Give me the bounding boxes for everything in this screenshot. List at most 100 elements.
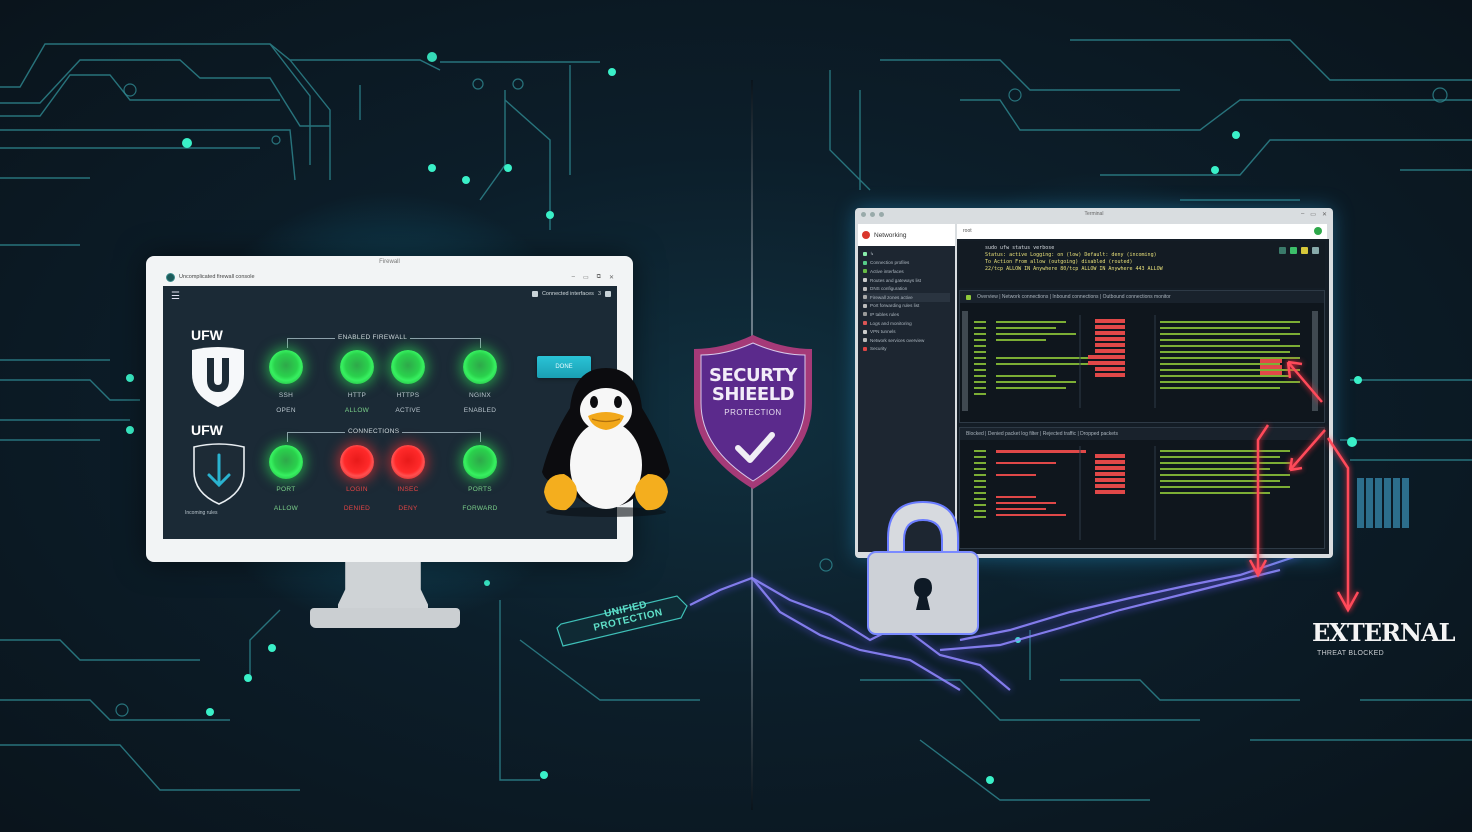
led-label: ALLOW: [273, 505, 299, 512]
led-label: NGINX: [468, 392, 492, 399]
terminal-line: To Action From allow (outgoing) disabled…: [985, 259, 1133, 265]
terminal-output[interactable]: sudo ufw status verbose Status: active L…: [959, 241, 1325, 288]
run-icon[interactable]: [1290, 247, 1297, 254]
led-label: INSEC: [397, 486, 419, 493]
ufw-label: UFW: [191, 327, 223, 343]
network-icon: [531, 291, 538, 297]
status-text: Connected interfaces: [541, 291, 594, 297]
sidebar-item[interactable]: Logs and monitoring: [863, 319, 950, 328]
sidebar-item[interactable]: DNS configuration: [863, 284, 950, 293]
status-led-http[interactable]: [340, 350, 374, 384]
shield-u-icon: [192, 347, 244, 407]
shield-subtitle: PROTECTION: [724, 408, 782, 417]
server-rack-icon: [1357, 478, 1409, 528]
maximize-button[interactable]: ▭: [583, 274, 589, 281]
led-label: OPEN: [276, 407, 296, 414]
terminal-toolbar: [1279, 247, 1319, 254]
terminal-line: 22/tcp ALLOW IN Anywhere 80/tcp ALLOW IN…: [985, 266, 1163, 272]
close-button[interactable]: ✕: [608, 274, 614, 281]
address-bar[interactable]: root: [957, 224, 1327, 239]
blocked-panel: Blocked | Denied packet log filter | Rej…: [959, 427, 1325, 549]
sidebar-header: Networking: [858, 224, 955, 246]
window-dots: [861, 212, 884, 217]
security-shield-icon: [694, 335, 812, 489]
led-label: DENY: [398, 505, 418, 512]
status-led-ports[interactable]: [463, 445, 497, 479]
status-led-insec[interactable]: [391, 445, 425, 479]
status-led-port[interactable]: [269, 445, 303, 479]
app-title: Uncomplicated firewall console: [179, 274, 255, 280]
led-label: ACTIVE: [395, 407, 421, 414]
panel-header: Blocked | Denied packet log filter | Rej…: [960, 428, 1324, 440]
monitor-stand-neck: [338, 562, 428, 612]
firewall-dashboard: ☰ Connected interfaces 3 UFW ENABLED FIR…: [163, 286, 617, 539]
sidebar-title: Networking: [874, 231, 907, 239]
shield-subtitle: Incoming rules: [185, 510, 218, 516]
group-title: CONNECTIONS: [345, 428, 403, 435]
sidebar-item[interactable]: Network services overview: [863, 336, 950, 345]
led-label: HTTPS: [396, 392, 420, 399]
blocked-table: [974, 446, 1290, 540]
status-led-login[interactable]: [340, 445, 374, 479]
linux-penguin-icon: [542, 368, 670, 517]
sidebar-item[interactable]: Active interfaces: [863, 267, 950, 276]
status-led-ssh[interactable]: [269, 350, 303, 384]
copy-icon[interactable]: [1279, 247, 1286, 254]
led-label: FORWARD: [462, 505, 498, 512]
terminal-line: sudo ufw status verbose: [985, 245, 1055, 251]
terminal-line: Status: active Logging: on (low) Default…: [985, 252, 1157, 258]
padlock-icon: [867, 500, 979, 635]
monitor-stand-base: [310, 608, 460, 628]
ufw-label: UFW: [191, 422, 223, 438]
sidebar-item[interactable]: IP tables rules: [863, 310, 950, 319]
settings-icon[interactable]: [605, 291, 611, 297]
connections-table: [962, 311, 1318, 411]
led-label: DENIED: [343, 505, 371, 512]
external-threat-subtitle: THREAT BLOCKED: [1317, 650, 1384, 657]
sidebar: ↳ Connection profiles Active interfaces …: [858, 246, 955, 552]
shield-title-line1: SECURTY: [709, 365, 797, 386]
led-label: ALLOW: [344, 407, 370, 414]
maximize-button[interactable]: ▭: [1310, 212, 1316, 218]
status-led-nginx[interactable]: [463, 350, 497, 384]
led-label: SSH: [278, 392, 294, 399]
monitor-title: Firewall: [379, 259, 400, 265]
hamburger-icon[interactable]: ☰: [171, 291, 180, 302]
app-title-bar: Uncomplicated firewall console – ▭ ⧉ ✕: [162, 270, 618, 284]
restore-button[interactable]: ⧉: [596, 273, 601, 280]
led-label: LOGIN: [346, 486, 368, 493]
status-led-https[interactable]: [391, 350, 425, 384]
led-label: PORT: [276, 486, 296, 493]
go-icon[interactable]: [1314, 227, 1322, 235]
done-button[interactable]: DONE: [537, 356, 591, 378]
shield-down-arrow-icon: [193, 443, 245, 505]
sidebar-item[interactable]: Security: [863, 345, 950, 354]
sidebar-item[interactable]: Port forwarding rules list: [863, 302, 950, 311]
unified-protection-badge: [556, 595, 688, 647]
external-threat-title: EXTERNAL: [1312, 618, 1455, 647]
sidebar-item[interactable]: Connection profiles: [863, 259, 950, 268]
minimize-button[interactable]: –: [571, 273, 575, 280]
connections-panel: Overview | Network connections | Inbound…: [959, 290, 1325, 423]
warn-icon[interactable]: [1301, 247, 1308, 254]
group-title: ENABLED FIREWALL: [335, 334, 411, 341]
led-label: PORTS: [468, 486, 492, 493]
app-logo-icon: [862, 231, 870, 239]
sidebar-item[interactable]: VPN tunnels: [863, 327, 950, 336]
connection-status: Connected interfaces 3: [531, 291, 611, 297]
status-count: 3: [597, 291, 601, 297]
panel-header: Overview | Network connections | Inbound…: [960, 291, 1324, 303]
close-button[interactable]: ✕: [1321, 212, 1327, 218]
app-icon: [166, 272, 175, 282]
window-title: Terminal: [1084, 211, 1104, 217]
sidebar-item[interactable]: ↳: [863, 250, 950, 259]
address-text: root: [963, 228, 972, 234]
sidebar-item[interactable]: Firewall zones active: [863, 292, 950, 302]
sidebar-item[interactable]: Routes and gateways list: [863, 276, 950, 285]
more-icon[interactable]: [1312, 247, 1319, 254]
shield-title-line2: SHIEELD: [711, 384, 795, 405]
minimize-button[interactable]: –: [1300, 211, 1305, 217]
terminal-window: Terminal – ▭ ✕ Networking root ↳ Connect…: [855, 208, 1333, 558]
